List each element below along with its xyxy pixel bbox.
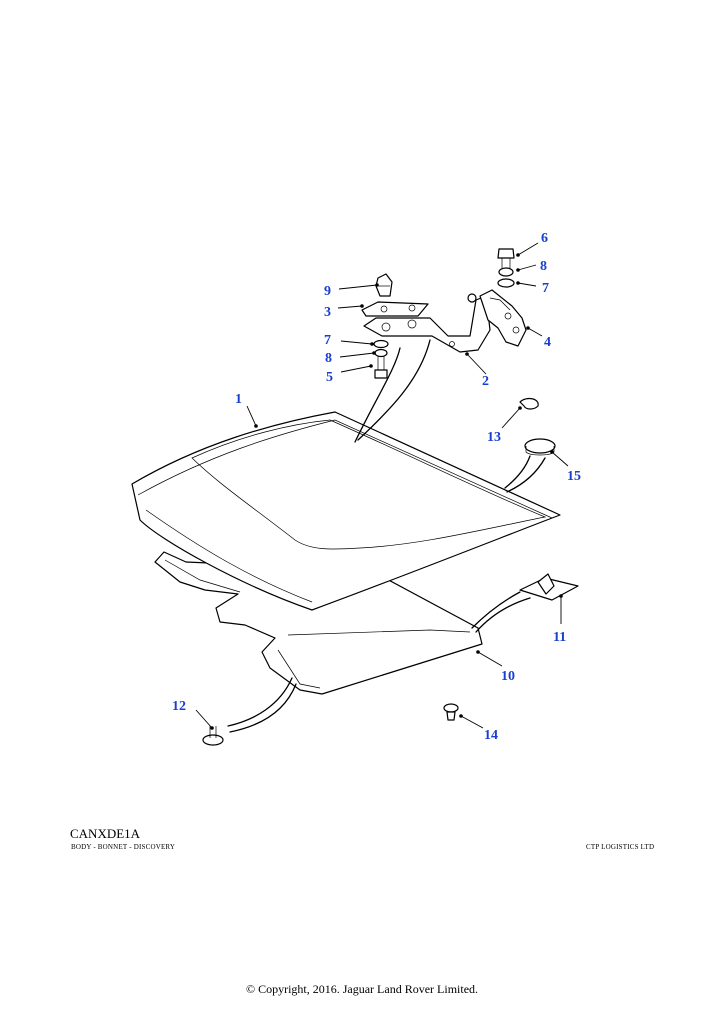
- hinge-bracket: [467, 289, 527, 347]
- callout-6: 6: [541, 231, 548, 246]
- bolt-6: [497, 248, 515, 268]
- callout-3: 3: [324, 305, 331, 320]
- callout-7-lower: 7: [324, 333, 331, 348]
- assembly-line-hinge-b: [357, 339, 431, 441]
- assembly-line-fastener-b: [229, 683, 297, 733]
- callout-2: 2: [482, 374, 489, 389]
- callout-8-upper: 8: [540, 259, 547, 274]
- callout-9: 9: [324, 284, 331, 299]
- copyright-notice: © Copyright, 2016. Jaguar Land Rover Lim…: [245, 982, 479, 996]
- supplier-caption: CTP LOGISTICS LTD: [586, 843, 655, 851]
- washer-7-lower: [373, 339, 389, 349]
- callout-14: 14: [484, 728, 498, 743]
- diagram-reference-code: CANXDE1A: [70, 826, 141, 841]
- fastener-12: [202, 726, 224, 746]
- callout-15: 15: [567, 469, 581, 484]
- callout-8-lower: 8: [325, 351, 332, 366]
- bonnet-panel: [131, 411, 561, 611]
- diagram-caption: BODY - BONNET - DISCOVERY: [71, 843, 176, 851]
- bonnet-catch-11: [519, 573, 579, 601]
- nut-9: [375, 273, 393, 297]
- callout-11: 11: [553, 630, 566, 645]
- washer-8-upper: [498, 267, 514, 277]
- assembly-line-catch-b: [475, 597, 531, 633]
- washer-7-upper: [497, 278, 515, 288]
- washer-8-lower: [374, 348, 388, 358]
- clip-13: [519, 397, 539, 410]
- bolt-5: [374, 356, 388, 379]
- assembly-line-hinge-a: [354, 347, 401, 443]
- callout-13: 13: [487, 430, 501, 445]
- hinge-plate: [361, 301, 429, 317]
- callout-10: 10: [501, 669, 515, 684]
- assembly-line-fastener-a: [227, 677, 293, 727]
- callout-4: 4: [544, 335, 551, 350]
- assembly-line-grommet-b: [506, 457, 546, 493]
- bump-stop-14: [443, 703, 459, 721]
- callout-1: 1: [235, 392, 242, 407]
- leader-lines: [195, 242, 569, 729]
- callout-12: 12: [172, 699, 186, 714]
- callout-5: 5: [326, 370, 333, 385]
- callout-7-upper: 7: [542, 281, 549, 296]
- bonnet-insulation-pad: [154, 551, 483, 695]
- grommet-15: [524, 438, 556, 456]
- assembly-line-catch-a: [471, 591, 521, 629]
- leader-dots: [210, 253, 563, 730]
- assembly-line-grommet-a: [504, 455, 531, 489]
